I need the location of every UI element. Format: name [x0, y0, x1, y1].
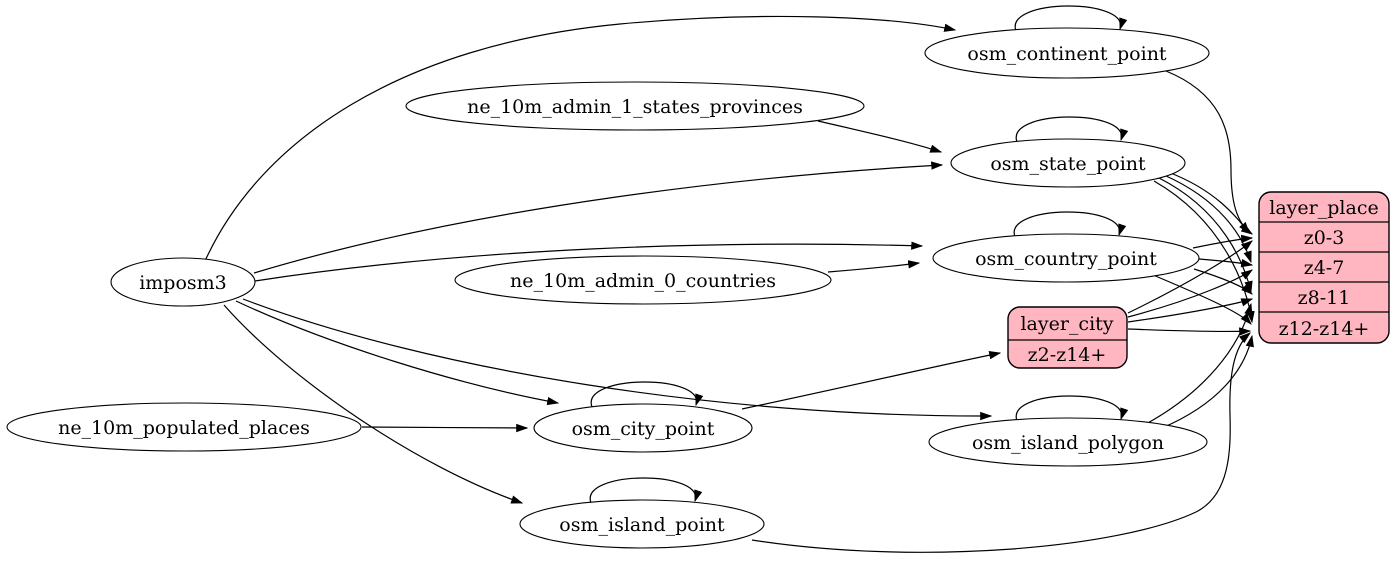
- edge-ne-10m-admin-0-osm-country-point: [827, 260, 921, 273]
- node-osm-country-point: osm_country_point: [932, 233, 1200, 283]
- record-layer-place-box: [1258, 191, 1390, 344]
- edge-ne-10m-populated-places-osm-city-point: [361, 423, 529, 433]
- edge-layer-city-layer-place-z8-11: [1127, 298, 1254, 323]
- edge-osm-continent-point-layer-place-z0-3: [1165, 70, 1253, 235]
- nodes-layer: imposm3 ne_10m_admin_1_states_provinces …: [6, 27, 1210, 549]
- record-layer-city-row-z2-z14: z2-z14+: [1028, 344, 1107, 366]
- edge-layer-city-layer-place-z4-7: [1127, 269, 1253, 318]
- node-osm-island-polygon: osm_island_polygon: [928, 417, 1208, 467]
- edge-imposm3-osm-island-point: [223, 304, 524, 504]
- node-ne-10m-admin-0-shape: [454, 255, 832, 305]
- edge-osm-state-point-layer-place-z8-11: [1158, 177, 1253, 294]
- edge-imposm3-osm-city-point: [235, 300, 560, 406]
- node-ne-10m-populated-places-label: ne_10m_populated_places: [58, 417, 310, 439]
- node-ne-10m-populated-places-shape: [6, 402, 362, 452]
- edge-osm-island-polygon-layer-place-z8-11: [1145, 302, 1253, 425]
- record-layer-place-title: layer_place: [1269, 197, 1378, 219]
- node-osm-island-point-shape: [519, 499, 765, 549]
- edge-osm-state-point-layer-place-z0-3: [1167, 171, 1250, 234]
- node-osm-city-point: osm_city_point: [533, 403, 753, 453]
- node-osm-continent-point-shape: [924, 27, 1210, 79]
- node-ne-10m-populated-places: ne_10m_populated_places: [6, 402, 362, 452]
- edge-layer-city-layer-place-z12-z14: [1127, 327, 1252, 336]
- node-osm-island-point-label: osm_island_point: [559, 514, 725, 536]
- edge-imposm3-osm-state-point: [253, 161, 944, 274]
- record-layer-city-box: [1007, 306, 1128, 369]
- record-layer-place: layer_place z0-3 z4-7 z8-11 z12-z14+: [1258, 191, 1390, 344]
- node-osm-country-point-label: osm_country_point: [975, 248, 1157, 270]
- edge-osm-island-point-layer-place-z12-z14: [751, 332, 1251, 553]
- node-osm-island-polygon-shape: [928, 417, 1208, 467]
- self-loop-osm-state-point: [1015, 116, 1129, 143]
- node-imposm3-shape: [110, 257, 256, 307]
- node-osm-country-point-shape: [932, 233, 1200, 283]
- record-layer-place-row-z8-11: z8-11: [1298, 287, 1351, 309]
- node-osm-continent-point: osm_continent_point: [924, 27, 1210, 79]
- edge-imposm3-osm-continent-point: [204, 15, 957, 262]
- edge-imposm3-osm-country-point: [254, 241, 924, 282]
- node-imposm3: imposm3: [110, 257, 256, 307]
- edges-layer: [204, 5, 1255, 553]
- edge-osm-country-point-layer-place-z0-3: [1192, 234, 1254, 249]
- edge-osm-city-point-layer-city-z2-z14: [741, 351, 1002, 410]
- node-osm-continent-point-label: osm_continent_point: [967, 43, 1167, 65]
- self-loop-osm-city-point: [590, 381, 704, 408]
- node-osm-island-point: osm_island_point: [519, 499, 765, 549]
- edge-osm-state-point-layer-place-z4-7: [1163, 174, 1252, 264]
- node-osm-state-point-label: osm_state_point: [990, 153, 1146, 175]
- node-osm-state-point: osm_state_point: [950, 138, 1186, 188]
- node-ne-10m-admin-0-countries: ne_10m_admin_0_countries: [454, 255, 832, 305]
- self-loop-osm-country-point: [1013, 211, 1127, 238]
- self-loop-osm-continent-point: [1014, 5, 1128, 32]
- node-ne-10m-admin-1-shape: [405, 81, 865, 131]
- record-layer-place-row-z12-z14: z12-z14+: [1279, 318, 1370, 340]
- node-ne-10m-admin-1-states-provinces: ne_10m_admin_1_states_provinces: [405, 81, 865, 131]
- node-osm-city-point-label: osm_city_point: [572, 418, 715, 440]
- record-layer-city-title: layer_city: [1020, 313, 1113, 335]
- node-osm-state-point-shape: [950, 138, 1186, 188]
- edge-imposm3-osm-island-polygon: [242, 298, 993, 421]
- record-layer-place-row-z0-3: z0-3: [1304, 227, 1345, 249]
- self-loop-osm-island-polygon: [1015, 395, 1129, 422]
- node-imposm3-label: imposm3: [139, 272, 227, 294]
- edge-ne-10m-admin-1-osm-state-point: [817, 120, 943, 153]
- edge-osm-country-point-layer-place-z4-7: [1198, 258, 1254, 268]
- edge-layer-city-layer-place-z0-3: [1127, 240, 1253, 314]
- edge-osm-country-point-layer-place-z8-11: [1193, 268, 1253, 295]
- record-layer-place-row-z4-7: z4-7: [1304, 257, 1345, 279]
- node-osm-island-polygon-label: osm_island_polygon: [972, 432, 1164, 454]
- node-ne-10m-admin-1-label: ne_10m_admin_1_states_provinces: [467, 96, 803, 118]
- node-ne-10m-admin-0-label: ne_10m_admin_0_countries: [510, 270, 776, 292]
- self-loop-osm-island-point: [589, 477, 703, 504]
- node-osm-city-point-shape: [533, 403, 753, 453]
- record-layer-city: layer_city z2-z14+: [1007, 306, 1128, 369]
- edge-osm-island-polygon-layer-place-z12-z14: [1161, 334, 1254, 429]
